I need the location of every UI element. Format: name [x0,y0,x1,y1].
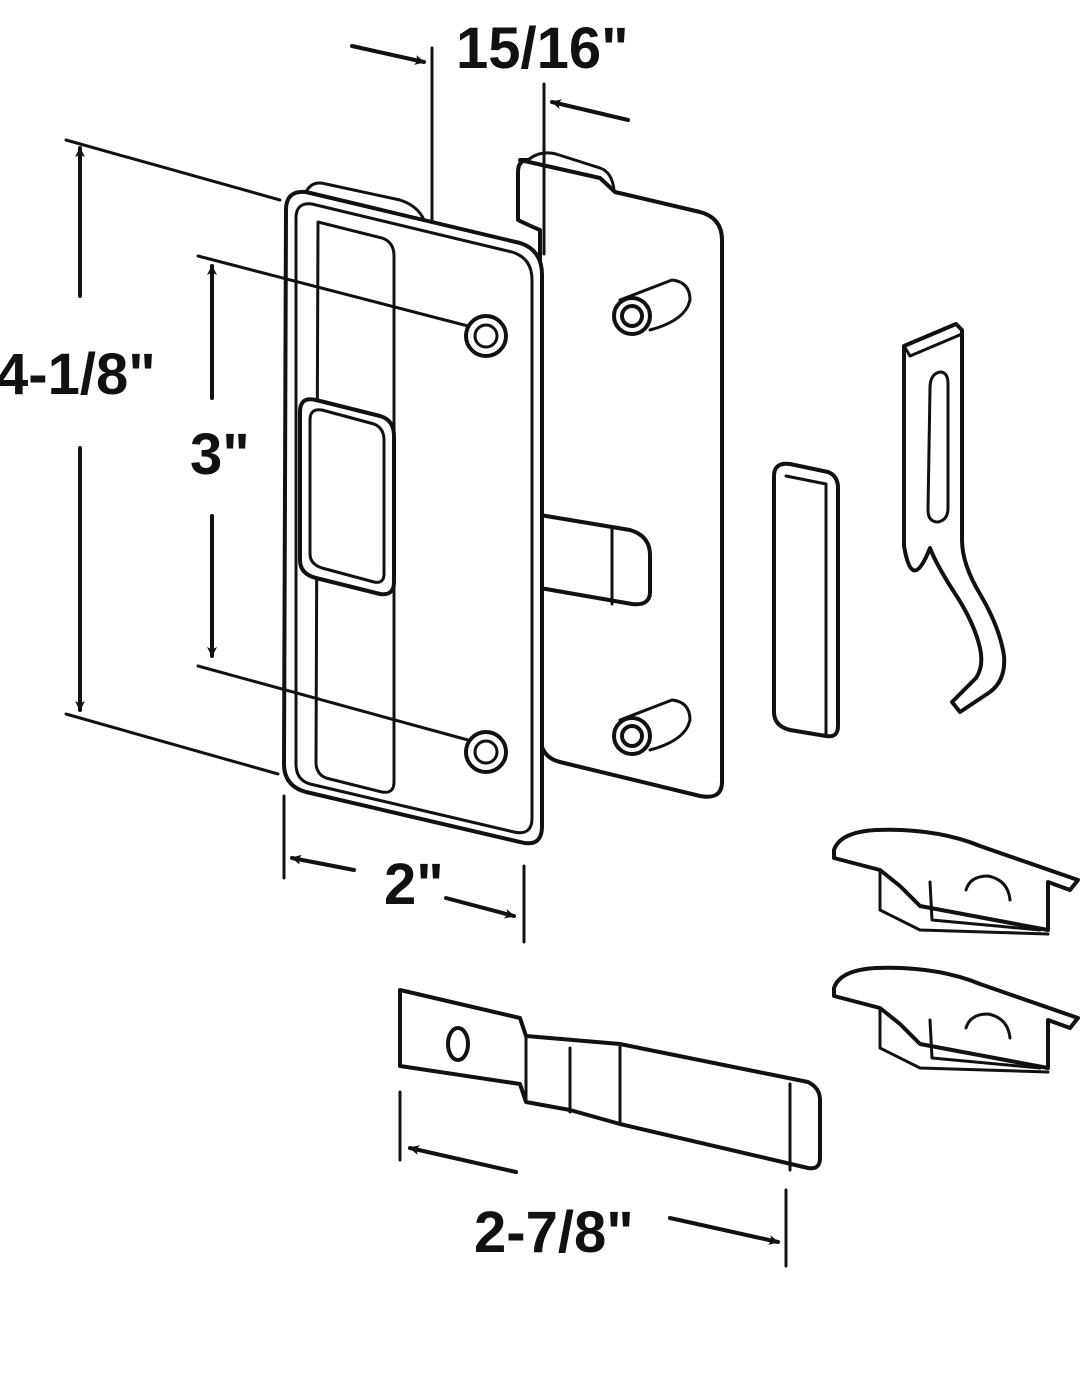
rounded-slide-bar [772,461,840,739]
front-pull-plate [282,181,544,846]
dimension-depth: 15/16" [350,16,630,256]
strike-plate-bracket [398,988,822,1172]
latch-tongue [538,513,652,607]
top-screw-hole [464,314,508,358]
dimension-strike-length: 2-7/8" [398,1090,788,1268]
dimension-width: 2" [282,794,526,944]
dimension-label-height-total: 4-1/8" [0,342,156,407]
back-mounting-plate [516,151,724,799]
spring-clip [902,322,1007,714]
dimension-label-hole-spacing: 3" [190,422,250,487]
latch-window [298,397,396,597]
bottom-screw-hole [464,730,508,774]
dimension-label-width: 2" [384,852,444,917]
dimension-label-depth: 15/16" [456,16,629,81]
lower-strike-clip [832,965,1080,1074]
dimension-height-total: 4-1/8" [0,138,282,776]
dimension-hole-spacing: 3" [190,254,470,742]
upper-strike-clip [832,827,1080,936]
bottom-mounting-post [612,698,692,756]
top-mounting-post [612,278,692,336]
dimension-label-strike-length: 2-7/8" [474,1200,634,1265]
